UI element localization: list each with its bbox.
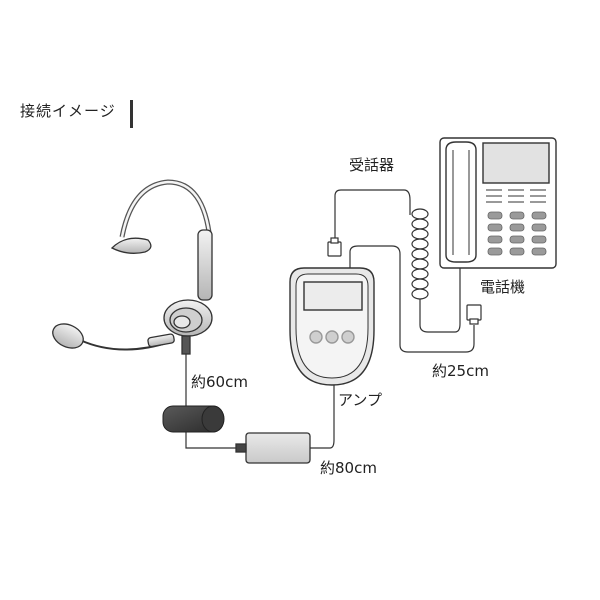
label-phone: 電話機	[480, 278, 526, 296]
amp-display	[303, 281, 363, 311]
amp-icon	[289, 267, 375, 386]
cables	[185, 189, 475, 449]
headset-to-box-cable	[185, 430, 246, 449]
handset-icon	[445, 141, 477, 263]
coil-loops	[411, 208, 429, 300]
amp-button-1	[309, 330, 323, 344]
inline-plug-icon	[162, 405, 225, 433]
diagram-title: 接続イメージ	[20, 102, 116, 120]
control-box-icon	[235, 432, 311, 464]
box-to-amp-cable	[310, 385, 335, 449]
coiled-cord	[419, 210, 461, 333]
amp-to-phone-cable	[349, 245, 475, 353]
phone-keypad	[487, 211, 547, 256]
connector-handset	[327, 237, 342, 257]
mic-foam	[52, 323, 84, 349]
handset-cable-line	[334, 189, 411, 248]
label-cable-60: 約60cm	[191, 373, 248, 391]
head-pad	[110, 237, 152, 254]
amp-button-2	[325, 330, 339, 344]
phone-display	[482, 142, 550, 184]
label-handset: 受話器	[349, 156, 395, 174]
headset-icon	[52, 179, 213, 355]
amp-button-3	[341, 330, 355, 344]
phone-function-keys	[486, 189, 546, 203]
phone-icon	[439, 137, 557, 269]
label-cable-25: 約25cm	[432, 362, 489, 380]
label-amp: アンプ	[338, 391, 382, 409]
title-divider	[130, 100, 133, 128]
label-cable-80: 約80cm	[320, 459, 377, 477]
connector-phone	[466, 304, 482, 325]
